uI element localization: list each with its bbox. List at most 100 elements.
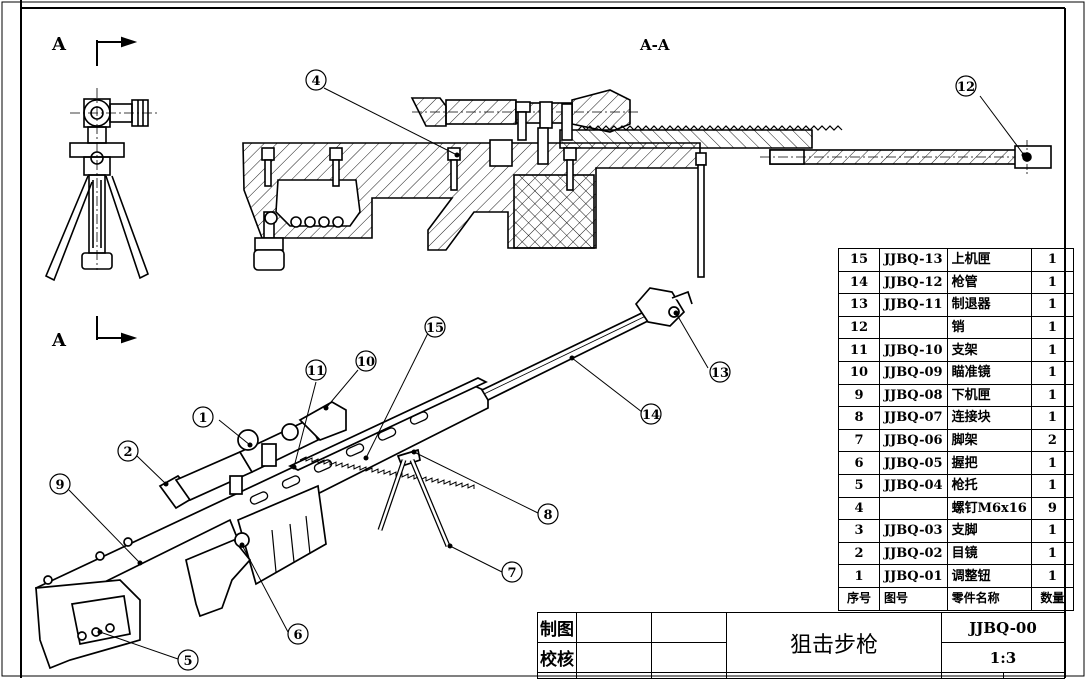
bom-cell-no: 9 — [838, 383, 880, 408]
bom-cell-qty: 1 — [1030, 360, 1074, 385]
drawing-scale: 1:3 — [941, 642, 1065, 673]
bom-cell-code: JJBQ-08 — [879, 383, 948, 408]
bom-cell-qty: 1 — [1030, 293, 1074, 317]
bom-cell-no: 3 — [838, 519, 880, 543]
checked-cell-2 — [651, 642, 727, 673]
bom-cell-no: 6 — [838, 451, 880, 475]
bom-header-code: 图号 — [879, 586, 948, 611]
bom-cell-qty: 1 — [1030, 519, 1074, 543]
bom-cell-no: 4 — [838, 496, 880, 521]
bom-cell-name: 下机匣 — [946, 383, 1032, 408]
balloon-1: 1 — [198, 411, 207, 426]
section-arrow-top — [96, 36, 138, 66]
balloons — [49, 69, 977, 671]
bom-cell-no: 8 — [838, 406, 880, 430]
bom-cell-no: 13 — [838, 293, 880, 317]
bom-cell-qty: 1 — [1030, 270, 1074, 295]
section-label-a-bottom: A — [52, 330, 66, 351]
balloon-9: 9 — [55, 478, 64, 493]
bom-header-qty: 数量 — [1030, 586, 1074, 611]
balloon-10: 10 — [357, 355, 375, 370]
drawing-code: JJBQ-00 — [941, 612, 1065, 643]
bom-cell-no: 5 — [838, 473, 880, 498]
bom-cell-code: JJBQ-05 — [879, 451, 948, 475]
bom-cell-no: 15 — [838, 248, 880, 272]
bom-cell-name: 脚架 — [946, 428, 1032, 453]
balloon-7: 7 — [507, 566, 516, 581]
drawn-cell — [576, 612, 652, 643]
leader-dots — [97, 152, 1027, 635]
bom-cell-qty: 1 — [1030, 315, 1074, 340]
bom-cell-name: 连接块 — [946, 406, 1032, 430]
bom-cell-no: 11 — [838, 338, 880, 362]
drawn-label: 制图 — [537, 612, 577, 643]
leader-lines — [68, 87, 1025, 660]
section-label-a-top: A — [52, 34, 66, 55]
bom-cell-name: 目镜 — [946, 541, 1032, 566]
bom-cell-code — [879, 496, 948, 521]
bom-cell-no: 10 — [838, 360, 880, 385]
bom-cell-no: 1 — [838, 564, 880, 588]
drawing-title: 狙击步枪 — [726, 612, 942, 673]
bom-cell-code: JJBQ-13 — [879, 248, 948, 272]
balloon-8: 8 — [543, 508, 552, 523]
bom-cell-qty: 1 — [1030, 451, 1074, 475]
bom-cell-qty: 1 — [1030, 564, 1074, 588]
bom-cell-code: JJBQ-01 — [879, 564, 948, 588]
section-view — [242, 89, 1052, 278]
bom-cell-no: 12 — [838, 315, 880, 340]
bom-cell-name: 支架 — [946, 338, 1032, 362]
bom-cell-code: JJBQ-10 — [879, 338, 948, 362]
title-block: 制图 狙击步枪 JJBQ-00 校核 1:3 — [537, 612, 1065, 679]
bom-cell-code: JJBQ-11 — [879, 293, 948, 317]
bom-cell-code: JJBQ-02 — [879, 541, 948, 566]
bom-cell-name: 枪托 — [946, 473, 1032, 498]
balloon-6: 6 — [293, 628, 302, 643]
bom-header-name: 零件名称 — [946, 586, 1032, 611]
bom-cell-name: 调整钮 — [946, 564, 1032, 588]
bom-cell-name: 握把 — [946, 451, 1032, 475]
balloon-13: 13 — [711, 366, 729, 381]
section-title-aa: A-A — [640, 36, 670, 54]
drawn-cell-2 — [651, 612, 727, 643]
bom-cell-qty: 1 — [1030, 473, 1074, 498]
bom-cell-no: 2 — [838, 541, 880, 566]
bom-cell-name: 制退器 — [946, 293, 1032, 317]
section-arrow-bottom — [96, 316, 138, 344]
bom-cell-qty: 1 — [1030, 248, 1074, 272]
bom-cell-code: JJBQ-04 — [879, 473, 948, 498]
bom-cell-code: JJBQ-03 — [879, 519, 948, 543]
end-view — [44, 88, 160, 282]
bom-cell-no: 14 — [838, 270, 880, 295]
bom-cell-name: 上机匣 — [946, 248, 1032, 272]
isometric-view — [35, 287, 693, 670]
bom-cell-name: 瞄准镜 — [946, 360, 1032, 385]
bom-cell-qty: 2 — [1030, 428, 1074, 453]
bom-cell-qty: 1 — [1030, 541, 1074, 566]
bom-cell-code — [879, 315, 948, 340]
bom-cell-code: JJBQ-07 — [879, 406, 948, 430]
bom-cell-qty: 1 — [1030, 383, 1074, 408]
balloon-14: 14 — [642, 408, 660, 423]
balloon-11: 11 — [307, 364, 325, 379]
bom-header-row: 序号 图号 零件名称 数量 — [838, 586, 1074, 611]
balloon-15: 15 — [426, 321, 444, 336]
checked-label: 校核 — [537, 642, 577, 673]
checked-cell — [576, 642, 652, 673]
bom-cell-name: 支脚 — [946, 519, 1032, 543]
